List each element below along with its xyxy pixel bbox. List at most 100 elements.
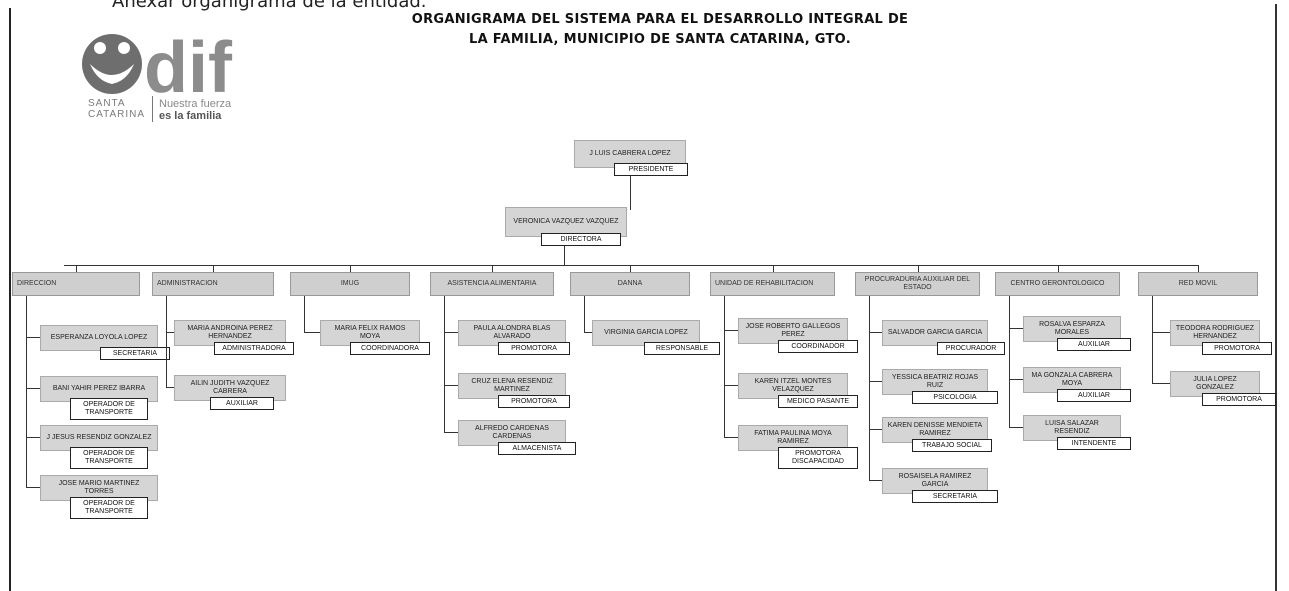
logo-wordmark: dif xyxy=(144,28,233,108)
staff-name-box: LUISA SALAZAR RESENDIZ xyxy=(1023,415,1121,441)
department-box: PROCURADURIA AUXILIAR DEL ESTADO xyxy=(855,272,980,296)
connector-spine-staff xyxy=(26,487,40,488)
logo-family-circle xyxy=(82,34,142,94)
staff-name-box: FATIMA PAULINA MOYA RAMIREZ xyxy=(738,425,848,451)
staff-name-box: MA GONZALA CABRERA MOYA xyxy=(1023,367,1121,393)
connector-spine-staff xyxy=(869,429,882,430)
staff-name-box: JOSE ROBERTO GALLEGOS PEREZ xyxy=(738,318,848,344)
connector-department-spine xyxy=(166,296,167,387)
connector-spine-staff xyxy=(869,480,882,481)
staff-role-box: MEDICO PASANTE xyxy=(778,395,858,408)
staff-name-box: CRUZ ELENA RESENDIZ MARTINEZ xyxy=(458,373,566,399)
staff-name-box: ROSAISELA RAMIREZ GARCIA xyxy=(882,468,988,494)
staff-name-box: MARIA ANDROINA PEREZ HERNANDEZ xyxy=(174,320,286,346)
staff-role-box: COORDINADOR xyxy=(778,340,858,353)
department-box: CENTRO GERONTOLOGICO xyxy=(995,272,1120,296)
staff-role-box: PROMOTORA xyxy=(1202,393,1276,406)
logo-place: SANTA CATARINA xyxy=(88,98,145,120)
logo-heart-shape xyxy=(90,64,134,84)
connector-spine-staff xyxy=(26,337,40,338)
connector-spine-staff xyxy=(1009,427,1023,428)
connector-bus-department xyxy=(1198,265,1199,272)
department-box: IMUG xyxy=(290,272,410,296)
connector-spine-staff xyxy=(1009,379,1023,380)
connector-department-spine xyxy=(444,296,445,432)
dif-logo: dif xyxy=(82,28,233,108)
connector-bus-department xyxy=(350,265,351,272)
connector-spine-staff xyxy=(1009,328,1023,329)
staff-name-box: MARIA FELIX RAMOS MOYA xyxy=(320,320,420,346)
department-box: DANNA xyxy=(570,272,690,296)
connector-bus-department xyxy=(918,265,919,272)
connector-president-director xyxy=(630,164,631,210)
connector-spine-staff xyxy=(444,432,458,433)
logo-divider xyxy=(152,96,153,122)
department-box: DIRECCION xyxy=(12,272,140,296)
president-role: PRESIDENTE xyxy=(614,163,688,176)
staff-role-box: AUXILIAR xyxy=(1057,338,1131,351)
connector-department-spine xyxy=(304,296,305,332)
staff-name-box: JOSE MARIO MARTINEZ TORRES xyxy=(40,475,158,501)
connector-spine-staff xyxy=(724,330,738,331)
staff-name-box: ROSALVA ESPARZA MORALES xyxy=(1023,316,1121,342)
staff-name-box: KAREN ITZEL MONTES VELAZQUEZ xyxy=(738,373,848,399)
connector-spine-staff xyxy=(584,332,592,333)
intro-text: Anexar organigrama de la entidad. xyxy=(112,0,427,12)
staff-role-box: RESPONSABLE xyxy=(644,342,720,355)
connector-bus-department xyxy=(1058,265,1059,272)
staff-name-box: SALVADOR GARCIA GARCIA xyxy=(882,320,988,346)
connector-department-bus xyxy=(64,265,1198,266)
connector-spine-staff xyxy=(1152,383,1170,384)
staff-role-box: PROMOTORA xyxy=(498,395,570,408)
department-box: ASISTENCIA ALIMENTARIA xyxy=(430,272,554,296)
department-box: UNIDAD DE REHABILITACION xyxy=(710,272,835,296)
logo-figure-head-right xyxy=(118,42,130,54)
staff-name-box: YESSICA BEATRIZ ROJAS RUIZ xyxy=(882,369,988,395)
director-name: VERONICA VAZQUEZ VAZQUEZ xyxy=(505,207,627,237)
staff-role-box: SECRETARIA xyxy=(100,347,170,360)
connector-spine-staff xyxy=(444,385,458,386)
staff-role-box: ADMINISTRADORA xyxy=(214,342,294,355)
staff-name-box: BANI YAHIR PEREZ IBARRA xyxy=(40,376,158,402)
page-title: ORGANIGRAMA DEL SISTEMA PARA EL DESARROL… xyxy=(411,12,909,47)
page-border-left xyxy=(9,8,11,591)
page-border-right xyxy=(1275,4,1277,591)
staff-name-box: KAREN DENISSE MENDIETA RAMIREZ xyxy=(882,417,988,443)
connector-spine-staff xyxy=(724,437,738,438)
staff-role-box: PROCURADOR xyxy=(937,342,1005,355)
department-box: RED MOVIL xyxy=(1138,272,1258,296)
department-box: ADMINISTRACION xyxy=(152,272,274,296)
connector-spine-staff xyxy=(869,332,882,333)
logo-tag-line1: Nuestra fuerza xyxy=(159,98,232,110)
staff-role-box: PROMOTORA DISCAPACIDAD xyxy=(778,447,858,469)
logo-place-line2: CATARINA xyxy=(88,109,146,120)
staff-name-box: AILIN JUDITH VAZQUEZ CABRERA xyxy=(174,375,286,401)
connector-spine-staff xyxy=(26,437,40,438)
staff-role-box: PROMOTORA xyxy=(498,342,570,355)
connector-department-spine xyxy=(1009,296,1010,427)
staff-name-box: VIRGINIA GARCIA LOPEZ xyxy=(592,320,700,346)
logo-tagline: Nuestra fuerza es la familia xyxy=(159,98,231,122)
connector-spine-staff xyxy=(444,332,458,333)
logo-tag-line2: es la familia xyxy=(159,110,222,122)
logo-figure-head-left xyxy=(94,42,106,54)
connector-spine-staff xyxy=(166,387,174,388)
staff-role-box: OPERADOR DE TRANSPORTE xyxy=(70,447,148,469)
connector-spine-staff xyxy=(166,332,174,333)
staff-role-box: OPERADOR DE TRANSPORTE xyxy=(70,398,148,420)
connector-bus-department xyxy=(213,265,214,272)
connector-bus-department xyxy=(76,265,77,272)
staff-role-box: INTENDENTE xyxy=(1057,437,1131,450)
connector-bus-department xyxy=(492,265,493,272)
staff-name-box: ESPERANZA LOYOLA LOPEZ xyxy=(40,325,158,351)
connector-spine-staff xyxy=(304,332,320,333)
staff-role-box: PROMOTORA xyxy=(1202,342,1272,355)
connector-spine-staff xyxy=(869,381,882,382)
director-role: DIRECTORA xyxy=(541,233,621,246)
staff-role-box: COORDINADORA xyxy=(350,342,430,355)
connector-department-spine xyxy=(584,296,585,332)
connector-bus-department xyxy=(630,265,631,272)
logo-place-line1: SANTA xyxy=(88,98,126,109)
connector-spine-staff xyxy=(724,385,738,386)
connector-bus-department xyxy=(773,265,774,272)
